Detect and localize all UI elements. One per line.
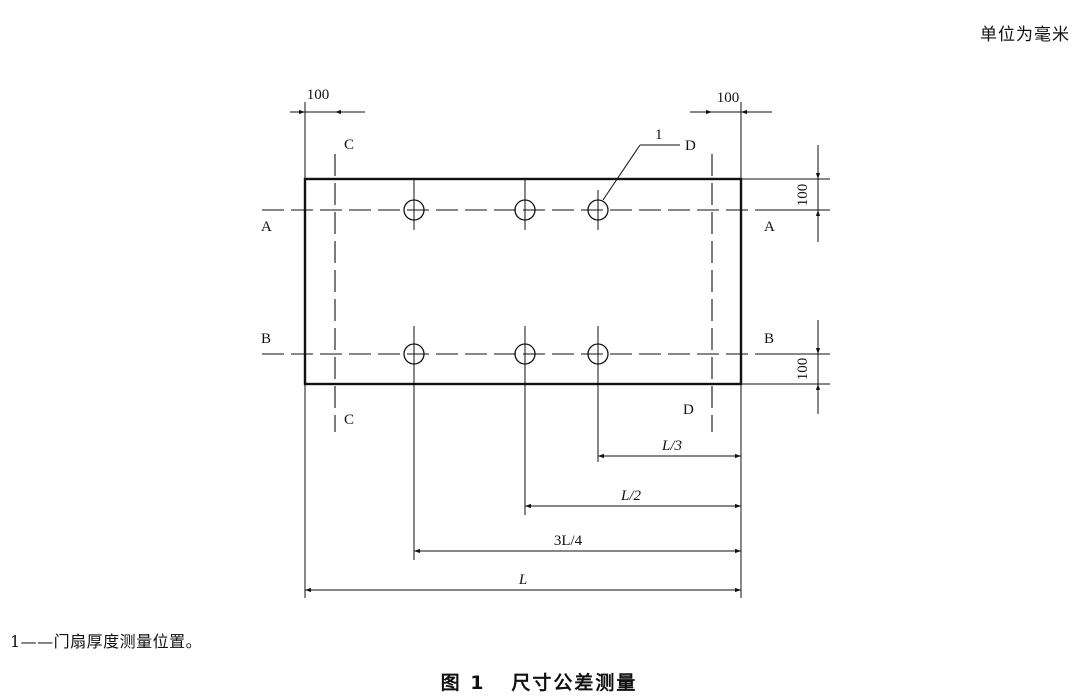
callout-leader — [602, 144, 641, 201]
section-label-b-left: B — [261, 331, 271, 347]
measuring-point — [514, 199, 536, 221]
door-leaf-outline — [303, 177, 743, 386]
dim-l-third: L/3 — [661, 438, 682, 454]
dim-right-offset: 100 — [717, 90, 740, 106]
callout-letter: D — [685, 138, 696, 154]
dim-left-offset: 100 — [307, 87, 330, 103]
unit-note: 单位为毫米 — [980, 25, 1070, 45]
section-label-c-bottom: C — [344, 412, 354, 428]
section-label-c-top: C — [344, 137, 354, 153]
measuring-point — [587, 343, 609, 365]
dim-l-half: L/2 — [620, 488, 642, 504]
measuring-point — [403, 199, 425, 221]
section-label-b-right: B — [764, 331, 774, 347]
measuring-point — [403, 343, 425, 365]
section-label-d-bottom: D — [683, 402, 694, 418]
dim-bottom-offset: 100 — [795, 358, 811, 381]
figure-caption: 图 1 尺寸公差测量 — [440, 672, 638, 694]
measuring-point — [514, 343, 536, 365]
figure-legend: 1——门扇厚度测量位置。 — [10, 632, 203, 651]
dim-l-full: L — [518, 572, 527, 588]
section-label-a-left: A — [261, 219, 272, 235]
dim-three-quarter-l: 3L/4 — [554, 533, 583, 549]
dim-top-offset: 100 — [795, 184, 811, 207]
measuring-point — [587, 199, 609, 221]
section-label-a-right: A — [764, 219, 775, 235]
callout-number: 1 — [655, 127, 663, 143]
